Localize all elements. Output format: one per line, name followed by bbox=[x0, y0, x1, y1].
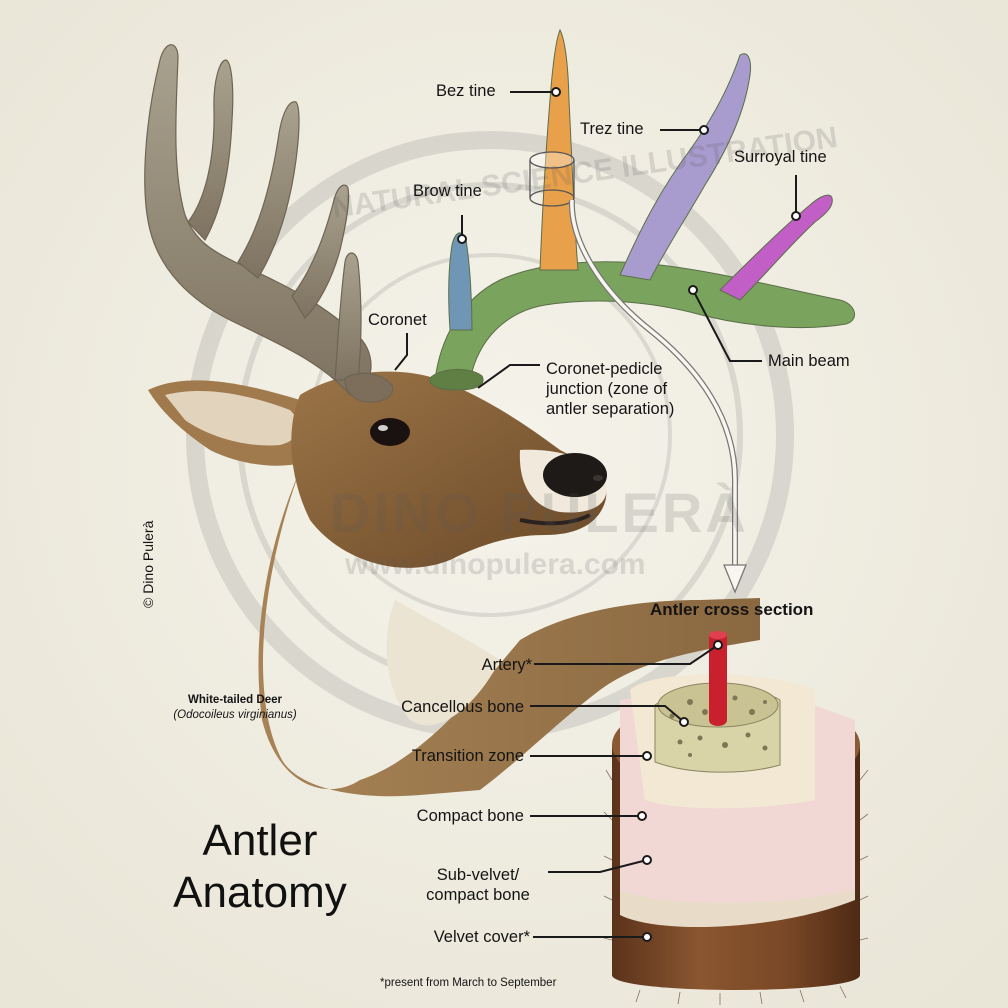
leader-lines bbox=[394, 91, 797, 938]
label-coronet: Coronet bbox=[368, 311, 427, 329]
title-line1: Antler bbox=[202, 816, 318, 865]
label-velvet-cover: Velvet cover* bbox=[433, 928, 530, 946]
leader-dots bbox=[457, 87, 801, 942]
left-antler bbox=[144, 44, 394, 403]
coronet-pedicle-line3: antler separation) bbox=[546, 400, 675, 418]
label-sub-velvet: Sub-velvet/ compact bone bbox=[410, 865, 546, 905]
sub-velvet-line1: Sub-velvet/ bbox=[436, 866, 520, 884]
deer-ear bbox=[148, 380, 331, 466]
coronet-pedicle-line2: junction (zone of bbox=[546, 380, 668, 398]
brow-tine bbox=[448, 232, 473, 331]
label-trez-tine: Trez tine bbox=[580, 120, 644, 138]
species-scientific-name: (Odocoileus virginianus) bbox=[173, 709, 297, 721]
deer-head bbox=[291, 371, 607, 568]
coronet-pedicle-line1: Coronet-pedicle bbox=[546, 360, 663, 378]
sub-velvet-line2: compact bone bbox=[426, 886, 530, 904]
label-brow-tine: Brow tine bbox=[413, 182, 482, 200]
title-line2: Anatomy bbox=[173, 868, 347, 917]
species-caption: White-tailed Deer (Odocoileus virginianu… bbox=[150, 693, 320, 723]
label-bez-tine: Bez tine bbox=[436, 82, 496, 100]
copyright-notice: © Dino Pulerà bbox=[140, 520, 156, 608]
label-coronet-pedicle-junction: Coronet-pedicle junction (zone of antler… bbox=[546, 359, 674, 419]
cross-section-cylinder bbox=[603, 631, 869, 1005]
trez-tine bbox=[619, 53, 751, 281]
bez-tine bbox=[539, 28, 579, 271]
label-cancellous-bone: Cancellous bone bbox=[401, 698, 524, 716]
footnote: *present from March to September bbox=[380, 977, 557, 989]
section-indicator bbox=[529, 151, 747, 594]
watermark-name: DINO PULERÀ bbox=[330, 481, 749, 544]
label-artery: Artery* bbox=[481, 656, 532, 674]
diagram-title: Antler Anatomy bbox=[150, 815, 370, 919]
label-compact-bone: Compact bone bbox=[416, 807, 524, 825]
deer-body bbox=[258, 470, 760, 797]
cross-section-heading: Antler cross section bbox=[650, 600, 814, 619]
label-surroyal-tine: Surroyal tine bbox=[734, 148, 827, 166]
right-antler bbox=[429, 28, 855, 391]
label-main-beam: Main beam bbox=[768, 352, 850, 370]
label-transition-zone: Transition zone bbox=[411, 747, 524, 765]
surroyal-tine bbox=[719, 194, 833, 301]
species-common-name: White-tailed Deer bbox=[188, 694, 282, 706]
watermark-url: www.dinopulera.com bbox=[345, 548, 646, 581]
artery bbox=[709, 635, 727, 726]
main-beam bbox=[434, 261, 855, 381]
